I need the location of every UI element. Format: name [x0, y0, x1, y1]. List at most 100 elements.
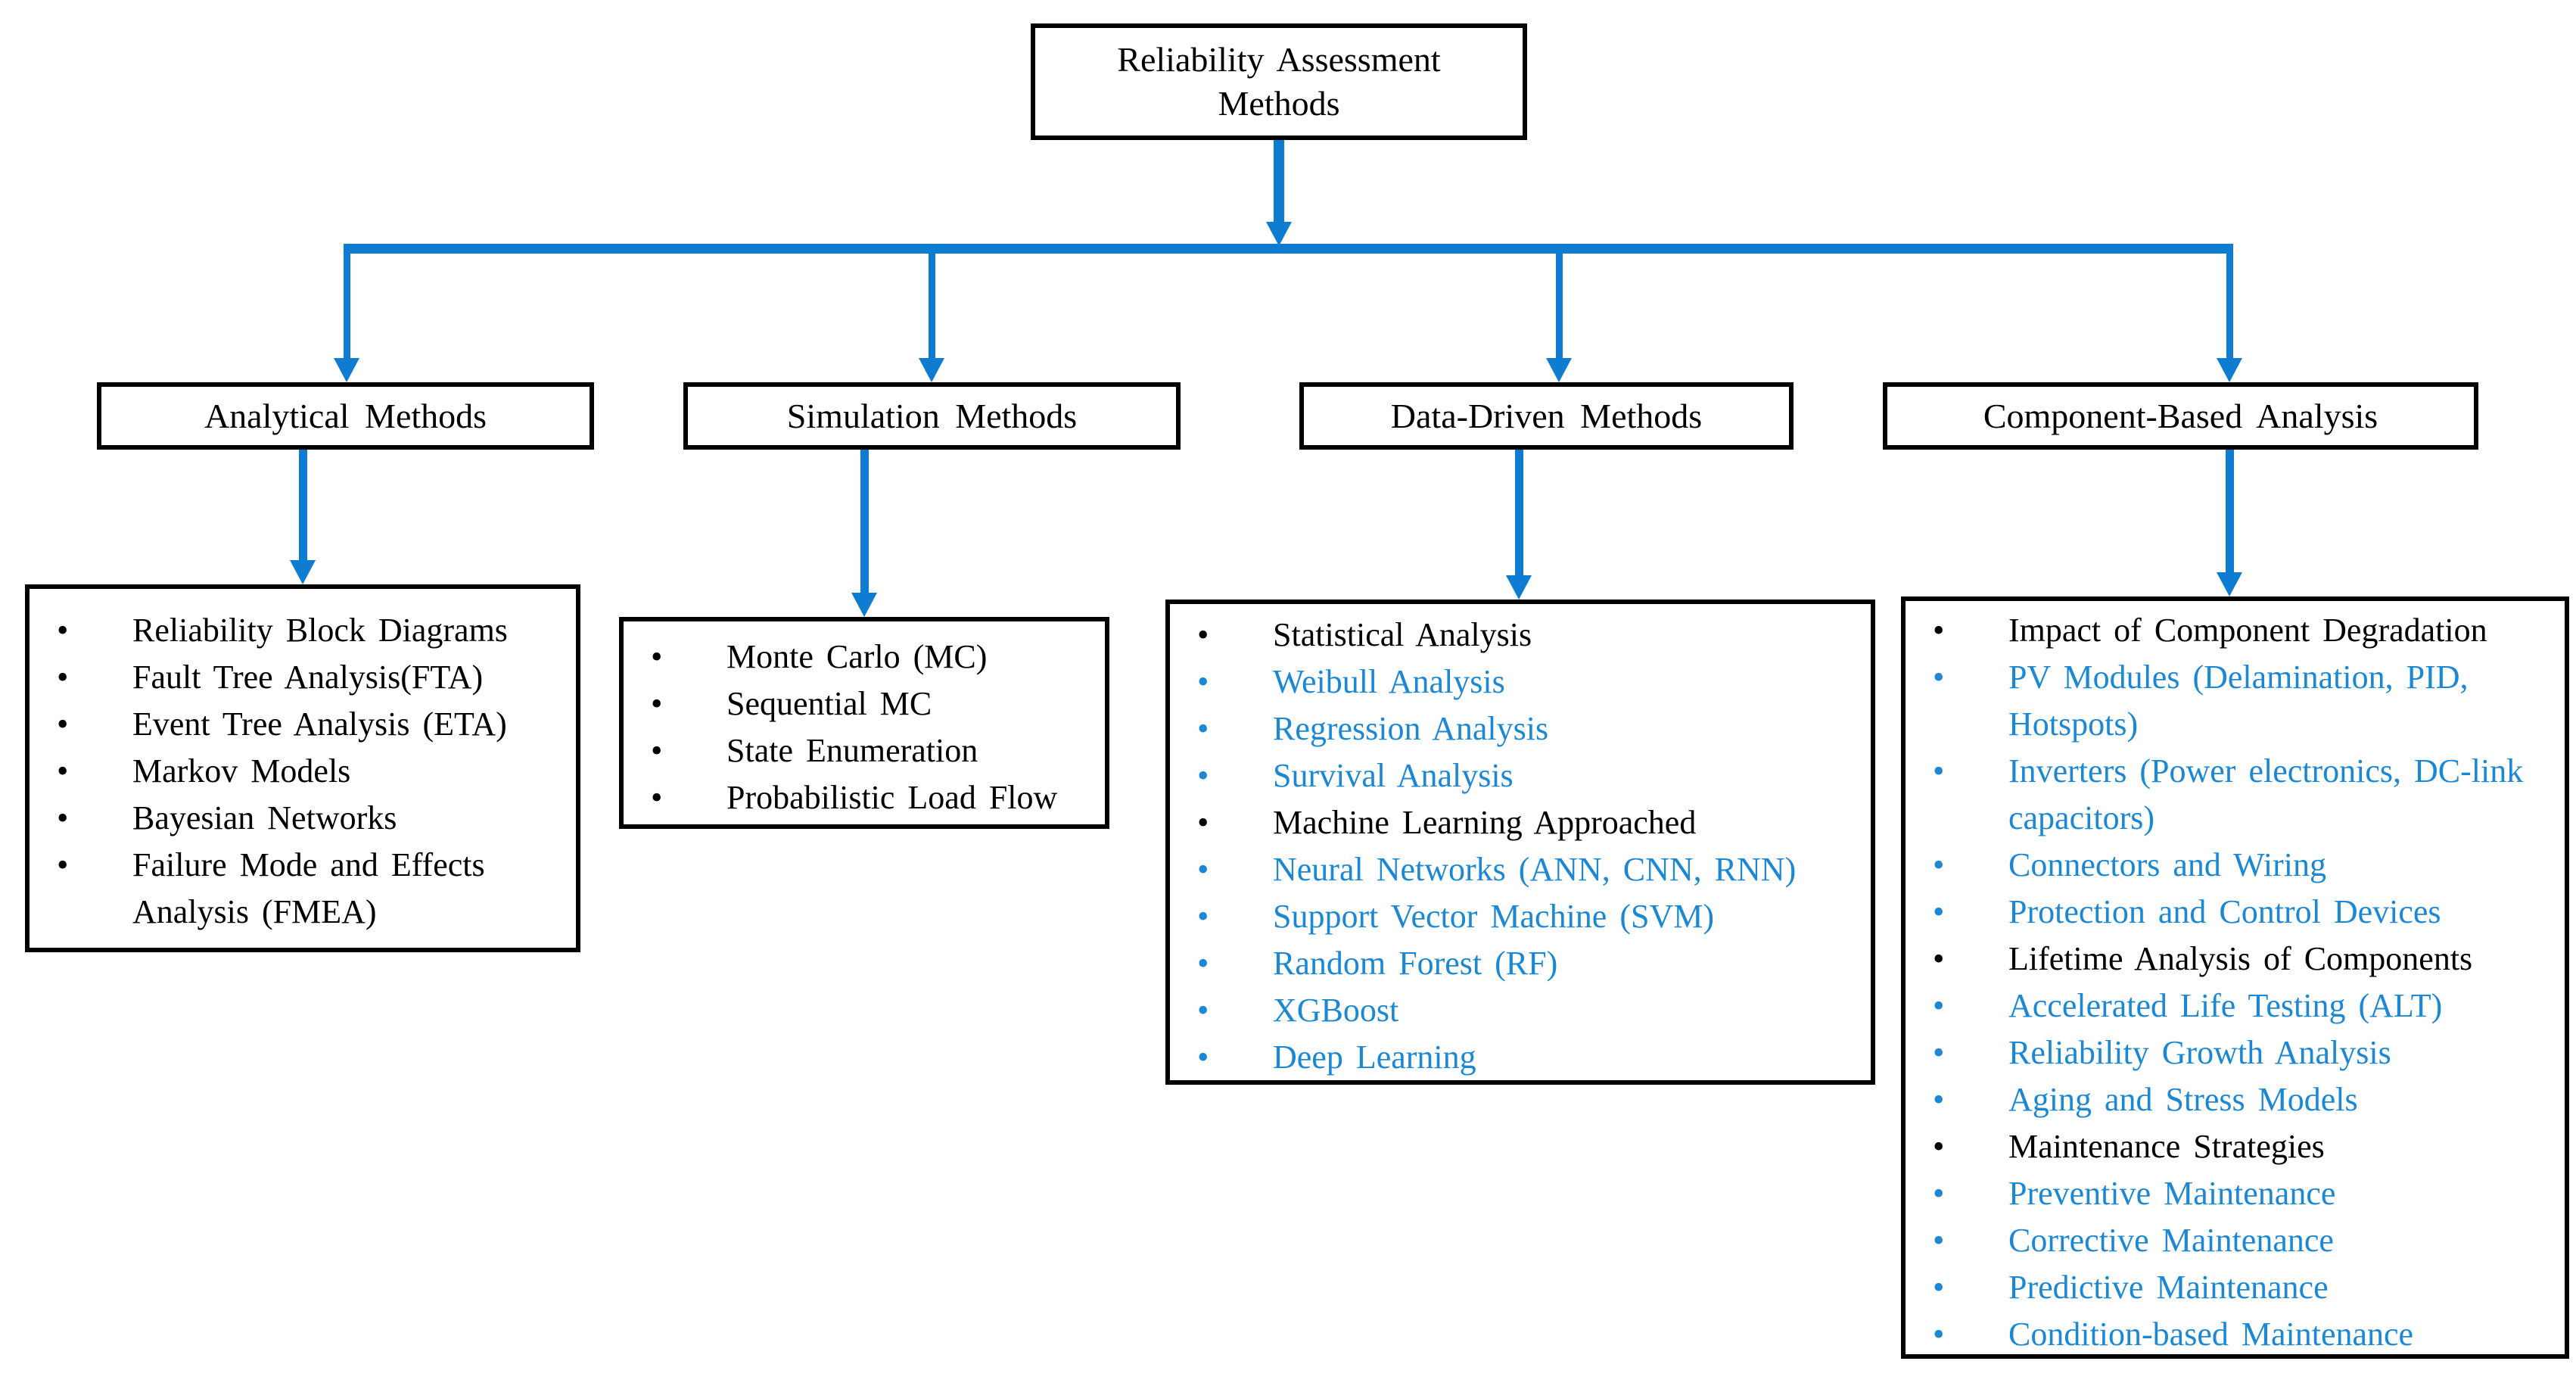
list-item: • Neural Networks (ANN, CNN, RNN) — [1197, 846, 1863, 893]
bullet-icon: • — [1197, 851, 1209, 888]
list-item-label: Event Tree Analysis (ETA) — [132, 705, 507, 743]
bullet-icon: • — [1197, 804, 1209, 841]
branch-header-analytical: Analytical Methods — [97, 382, 594, 450]
connector-drop-analytical — [344, 250, 350, 358]
list-item: • Aging and Stress Models — [1933, 1076, 2557, 1123]
bullet-icon: • — [1933, 1269, 1945, 1306]
connector-trunk-line — [1274, 140, 1284, 222]
bullet-icon: • — [651, 732, 663, 769]
branch-list-component: •Impact of Component Degradation•PV Modu… — [1901, 596, 2569, 1359]
list-item: • Corrective Maintenance — [1933, 1217, 2557, 1264]
list-item-label: Fault Tree Analysis(FTA) — [132, 659, 484, 696]
list-item-label: Condition-based Maintenance — [2008, 1316, 2414, 1353]
root-node-box: Reliability Assessment Methods — [1031, 23, 1527, 140]
bullet-icon: • — [1933, 659, 1945, 696]
bullet-icon: • — [1933, 752, 1945, 790]
branch-list-simulation: •Monte Carlo (MC)•Sequential MC•State En… — [619, 617, 1109, 829]
bullet-icon: • — [1197, 992, 1209, 1029]
list-item: • Failure Mode and Effects Analysis (FMEA… — [57, 842, 568, 936]
connector-stub-component — [2226, 450, 2234, 572]
list-item-label: Probabilistic Load Flow — [726, 779, 1058, 816]
list-item: • Markov Models — [57, 748, 568, 795]
list-item-label: Bayesian Networks — [132, 799, 397, 836]
bullet-icon: • — [1197, 898, 1209, 935]
bullet-icon: • — [651, 779, 663, 816]
list-item: • State Enumeration — [651, 727, 1097, 774]
bullet-icon: • — [1197, 757, 1209, 794]
bullet-icon: • — [1933, 1034, 1945, 1071]
list-item-label: Connectors and Wiring — [2008, 846, 2327, 883]
list-item-label: Lifetime Analysis of Components — [2008, 940, 2473, 977]
list-item-label: Impact of Component Degradation — [2008, 612, 2487, 649]
list-item: • Reliability Growth Analysis — [1933, 1029, 2557, 1076]
bullet-icon: • — [1933, 1222, 1945, 1259]
branch-header-component: Component-Based Analysis — [1883, 382, 2478, 450]
bullet-icon: • — [57, 752, 69, 790]
list-item: •Protection and Control Devices — [1933, 889, 2557, 936]
arrow-component-icon — [2217, 358, 2242, 382]
arrow-component-list-icon — [2217, 572, 2242, 596]
list-item: •Lifetime Analysis of Components — [1933, 936, 2557, 983]
bullet-icon: • — [1933, 987, 1945, 1024]
connector-stub-simulation — [860, 450, 869, 593]
bullet-icon: • — [1197, 710, 1209, 747]
list-item-label: Reliability Growth Analysis — [2008, 1034, 2391, 1071]
list-item-label: Inverters (Power electronics, DC-link ca… — [2008, 752, 2524, 836]
list-item: • Connectors and Wiring — [1933, 842, 2557, 889]
connector-drop-data-driven — [1556, 250, 1563, 358]
branch-header-data-driven-label: Data-Driven Methods — [1390, 397, 1703, 435]
bullet-icon: • — [1933, 1175, 1945, 1212]
list-item-label: Support Vector Machine (SVM) — [1273, 898, 1714, 935]
list-item-label: Reliability Block Diagrams — [132, 612, 508, 649]
list-item-label: Failure Mode and Effects Analysis (FMEA) — [132, 846, 485, 930]
list-item: • Bayesian Networks — [57, 795, 568, 842]
arrow-data-driven-icon — [1546, 358, 1572, 382]
list-item-label: State Enumeration — [726, 732, 978, 769]
list-item-label: Corrective Maintenance — [2008, 1222, 2334, 1259]
branch-header-simulation: Simulation Methods — [683, 382, 1181, 450]
list-item-label: Aging and Stress Models — [2008, 1081, 2358, 1118]
list-item: • Survival Analysis — [1197, 752, 1863, 799]
list-item: •Sequential MC — [651, 681, 1097, 727]
arrow-analytical-icon — [334, 358, 359, 382]
root-node-label: Reliability Assessment Methods — [1117, 40, 1441, 123]
connector-stub-data-driven — [1515, 450, 1523, 575]
list-item-label: Regression Analysis — [1273, 710, 1549, 747]
bullet-icon: • — [1933, 846, 1945, 883]
list-item-label: Survival Analysis — [1273, 757, 1514, 794]
list-item: •PV Modules (Delamination, PID, Hotspots… — [1933, 654, 2557, 748]
list-item: • Support Vector Machine (SVM) — [1197, 893, 1863, 940]
list-item-label: Statistical Analysis — [1273, 616, 1532, 653]
list-item: •Monte Carlo (MC) — [651, 634, 1097, 681]
bullet-icon: • — [57, 846, 69, 883]
branch-header-simulation-label: Simulation Methods — [786, 397, 1078, 435]
list-item: •Reliability Block Diagrams — [57, 607, 568, 654]
bullet-icon: • — [57, 799, 69, 836]
list-item: •Deep Learning — [1197, 1034, 1863, 1081]
list-item-label: Monte Carlo (MC) — [726, 638, 988, 675]
connector-drop-component — [2226, 250, 2233, 358]
list-item-label: Weibull Analysis — [1273, 663, 1505, 700]
bullet-icon: • — [57, 705, 69, 743]
list-item: •Accelerated Life Testing (ALT) — [1933, 983, 2557, 1029]
connector-trunk-arrow-icon — [1266, 222, 1292, 246]
branch-list-data-driven: •Statistical Analysis•Weibull Analysis•R… — [1165, 600, 1875, 1085]
list-item: •Impact of Component Degradation — [1933, 607, 2557, 654]
arrow-simulation-icon — [919, 358, 944, 382]
branch-header-component-label: Component-Based Analysis — [1983, 397, 2378, 435]
bullet-icon: • — [1933, 1081, 1945, 1118]
list-item: •Random Forest (RF) — [1197, 940, 1863, 987]
connector-stub-analytical — [299, 450, 307, 560]
list-item-label: Deep Learning — [1273, 1039, 1476, 1076]
bullet-icon: • — [1197, 945, 1209, 982]
list-item-label: Neural Networks (ANN, CNN, RNN) — [1273, 851, 1797, 888]
list-item-label: Markov Models — [132, 752, 351, 790]
list-item: • Regression Analysis — [1197, 705, 1863, 752]
bullet-icon: • — [57, 659, 69, 696]
bullet-icon: • — [651, 685, 663, 722]
list-item-label: Maintenance Strategies — [2008, 1128, 2325, 1165]
list-item: •Preventive Maintenance — [1933, 1170, 2557, 1217]
arrow-simulation-list-icon — [851, 593, 877, 617]
branch-list-analytical: •Reliability Block Diagrams•Fault Tree A… — [25, 584, 580, 952]
